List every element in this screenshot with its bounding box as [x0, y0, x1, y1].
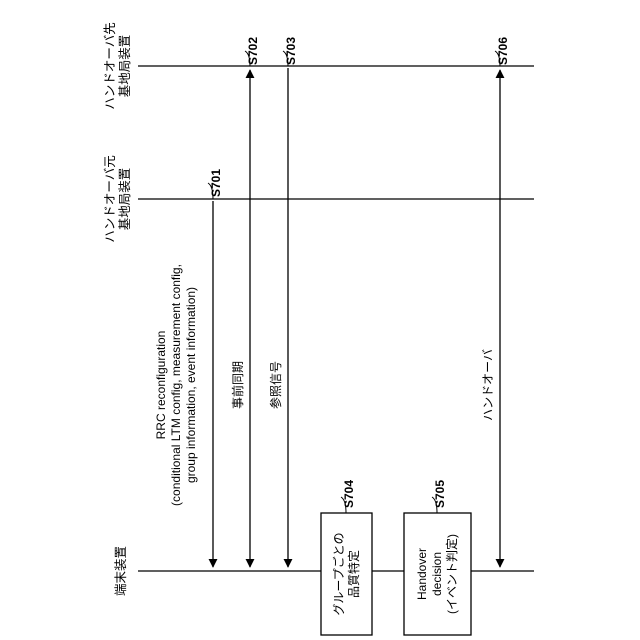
step-s701: S701	[209, 169, 223, 197]
message-pre-sync-label: 事前同期	[230, 361, 245, 409]
entity-source-label: ハンドオーバ元基地局装置	[103, 155, 132, 242]
step-s705: S705	[433, 480, 447, 508]
entity-target-label: ハンドオーバ先基地局装置	[103, 22, 132, 109]
message-rrc-label: RRC reconfiguration(conditional LTM conf…	[154, 264, 198, 506]
step-s702: S702	[246, 37, 260, 65]
entity-terminal-label: 端末装置	[114, 546, 128, 596]
step-s703: S703	[284, 37, 298, 65]
message-handover-label: ハンドオーバ	[481, 349, 495, 421]
step-s706: S706	[496, 37, 510, 65]
message-reference-signal-label: 参照信号	[268, 361, 283, 409]
step-s704: S704	[342, 480, 356, 508]
